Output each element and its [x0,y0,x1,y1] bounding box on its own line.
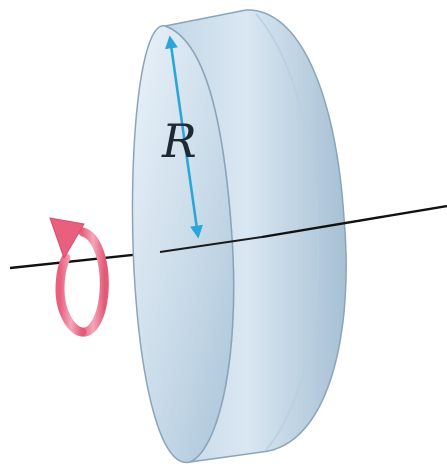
disk-face [131,25,235,464]
rotation-arrow-head-icon [49,217,85,260]
disk-rim-shading [255,13,320,451]
rotation-arrow [77,227,109,337]
rotation-axis-through-face [159,236,263,253]
rotation-arrow-front-arc [55,253,87,337]
rotation-arrow-front [49,217,87,337]
radius-label: R [161,114,197,168]
radius-arrow [165,35,203,239]
rotation-axis-right [261,204,447,239]
rotation-arrow-back-arc [77,227,109,337]
